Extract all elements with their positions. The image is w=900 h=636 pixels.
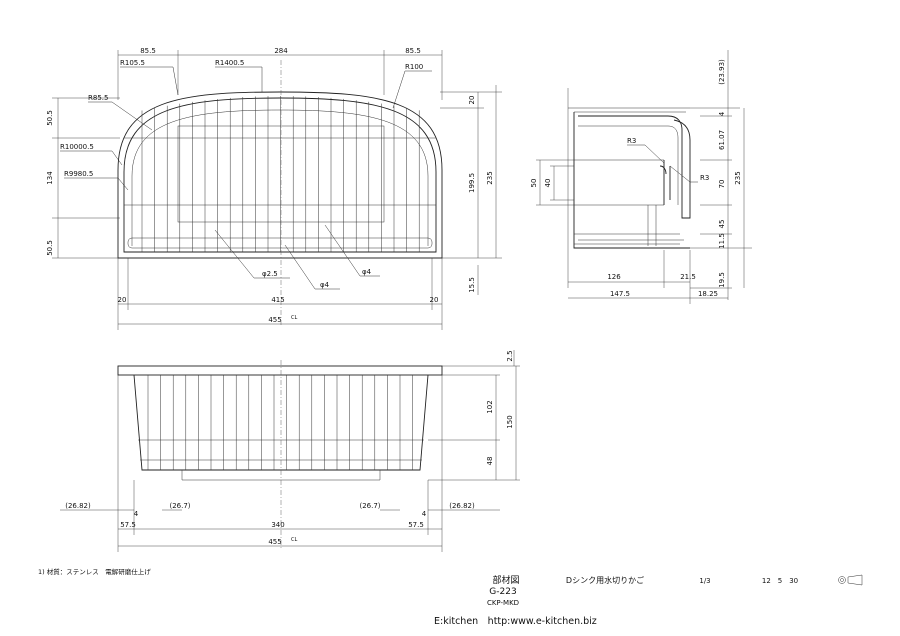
front-view: 2.5 102 150 48 (26.82) (26.7) (26.7) (26… (60, 350, 520, 552)
dim-right-low: 15.5 (468, 277, 476, 293)
centerline-mark: CL (291, 537, 297, 543)
wire-diameter-label: φ4 (362, 268, 372, 276)
material-note: 1) 材質：ステンレス 電解研磨仕上げ (38, 567, 151, 576)
dim-bottom: 18.25 (698, 290, 718, 298)
dim-overall: 455 (268, 316, 281, 324)
dim-right: 199.5 (468, 173, 476, 193)
product-name: Dシンク用水切りかご (566, 575, 644, 585)
product-code: CKP-MKD (487, 599, 519, 607)
dim-right: 102 (486, 400, 494, 413)
dim-right: 61.07 (718, 130, 726, 150)
dim-right: 235 (486, 171, 494, 184)
radius-label: R10000.5 (60, 143, 94, 151)
dim-top-left: 85.5 (140, 47, 156, 55)
dim-bottom: 57.5 (408, 521, 424, 529)
dim-top: (23.93) (718, 59, 726, 85)
radius-label: R105.5 (120, 59, 145, 67)
dim-bottom: 21.5 (680, 273, 696, 281)
dim-bottom: 147.5 (610, 290, 630, 298)
dim-left: 40 (544, 179, 552, 188)
side-view: (23.93) 4 61.07 70 45 11.5 19.5 235 R3 R… (530, 50, 752, 304)
dim-right: 20 (468, 96, 476, 105)
radius-label: R1400.5 (215, 59, 244, 67)
dim-overall: 455 (268, 538, 281, 546)
dim-left: 50 (530, 179, 538, 188)
tick-mark: 4 (422, 510, 427, 518)
foot-reference: (26.7) (359, 502, 380, 510)
dim-right: 70 (718, 180, 726, 189)
dim-right: 19.5 (718, 272, 726, 288)
dim-right: 48 (486, 457, 494, 466)
dim-right: 2.5 (506, 350, 514, 361)
radius-label: R3 (627, 137, 636, 145)
part-number: G-223 (489, 587, 516, 597)
foot-reference: (26.82) (449, 502, 475, 510)
radius-label: R100 (405, 63, 423, 71)
dim-left: 50.5 (46, 110, 54, 126)
foot-reference: (26.7) (169, 502, 190, 510)
foot-reference: (26.82) (65, 502, 91, 510)
dim-bottom: 20 (118, 296, 127, 304)
title-block: 1) 材質：ステンレス 電解研磨仕上げ 部材図 G-223 CKP-MKD Dシ… (38, 567, 863, 627)
tick-mark: 4 (134, 510, 139, 518)
dim-right: 4 (718, 111, 726, 116)
drawing-date: 12 5 30 (762, 577, 798, 585)
centerline-mark: CL (291, 315, 297, 321)
dim-top-right: 85.5 (405, 47, 421, 55)
wire-diameter-label: φ2.5 (262, 270, 278, 278)
dim-right: 11.5 (718, 233, 726, 249)
dim-bottom: 415 (271, 296, 284, 304)
dim-bottom: 340 (271, 521, 284, 529)
dim-overall-height: 235 (734, 171, 742, 184)
top-view: 85.5 284 85.5 R105.5 R1400.5 R100 R85.5 … (46, 47, 502, 330)
dim-bottom: 20 (430, 296, 439, 304)
drawing-category: 部材図 (492, 574, 519, 586)
radius-label: R3 (700, 174, 709, 182)
wire-diameter-label: φ4 (320, 281, 330, 289)
dim-top-center: 284 (274, 47, 288, 55)
dim-bottom: 57.5 (120, 521, 136, 529)
dim-right: 45 (718, 220, 726, 229)
dim-right: 150 (506, 415, 514, 428)
dim-bottom: 126 (607, 273, 621, 281)
scale: 1/3 (699, 577, 710, 585)
projection-symbol-icon (838, 574, 863, 586)
dim-left: 50.5 (46, 240, 54, 256)
radius-label: R9980.5 (64, 170, 93, 178)
website-footer: E:kitchen http:www.e-kitchen.biz (434, 616, 597, 627)
dim-left: 134 (46, 171, 54, 185)
